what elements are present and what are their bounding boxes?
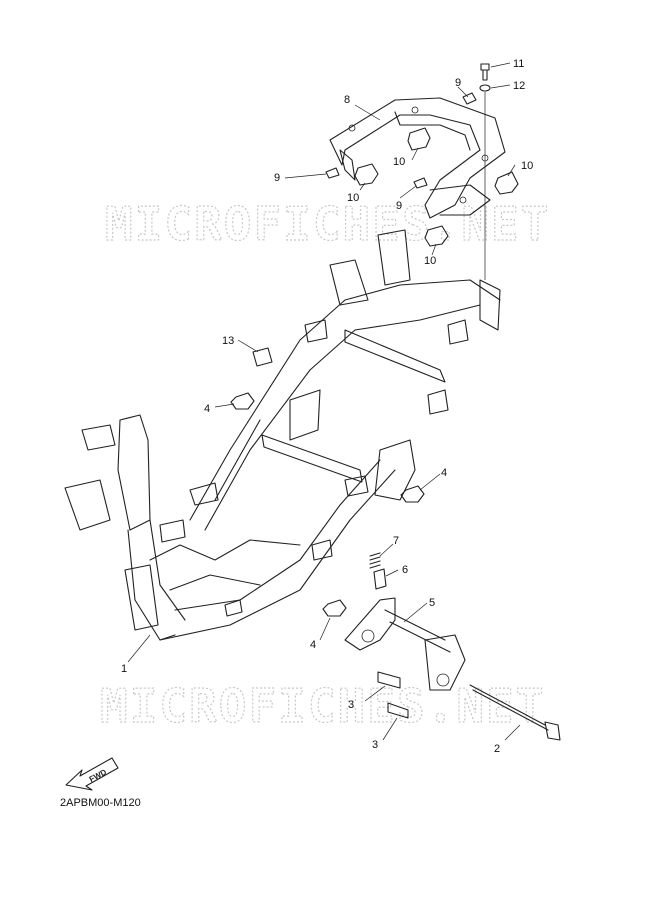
callout-1: 1	[121, 663, 127, 675]
callout-11: 11	[513, 58, 524, 70]
callout-10b: 10	[347, 192, 359, 204]
watermark-bottom: MICROFICHES.NET	[100, 679, 545, 733]
damper-10c	[494, 171, 519, 195]
damper-10b	[354, 163, 379, 186]
callout-8: 8	[344, 94, 350, 106]
bolt-11	[480, 63, 490, 81]
fwd-arrow-icon: FWD	[65, 757, 119, 791]
bolt-3b	[387, 702, 409, 719]
washer-12	[479, 84, 491, 92]
damper-10a	[407, 127, 431, 151]
damper-10d	[424, 225, 449, 247]
callout-7: 7	[393, 535, 399, 547]
callout-13: 13	[222, 335, 234, 347]
collar-6	[373, 568, 387, 590]
spring-7	[369, 552, 381, 569]
clip-9c	[413, 177, 428, 189]
rear-carrier-bracket	[329, 97, 506, 219]
callout-6: 6	[402, 564, 408, 576]
nut-4b	[400, 485, 425, 503]
nut-4a	[230, 392, 255, 410]
callout-2: 2	[494, 743, 500, 755]
nut-4c	[322, 599, 347, 617]
callout-4c: 4	[310, 639, 316, 651]
clip-9b	[325, 167, 340, 179]
callout-3a: 3	[348, 699, 354, 711]
bolt-3a	[377, 671, 401, 689]
callout-10a: 10	[393, 156, 405, 168]
long-bolt-2	[469, 684, 561, 741]
callout-9b: 9	[274, 172, 280, 184]
callout-9a: 9	[455, 77, 461, 89]
callout-9c: 9	[396, 200, 402, 212]
main-frame	[64, 229, 501, 641]
watermark-top: MICROFICHES.NET	[105, 197, 550, 251]
callout-10d: 10	[424, 255, 436, 267]
figure-code: 2APBM00-M120	[60, 797, 141, 809]
clip-9a	[462, 92, 477, 105]
callout-10c: 10	[521, 160, 533, 172]
callout-12: 12	[513, 80, 525, 92]
callout-4a: 4	[204, 403, 210, 415]
callout-5: 5	[429, 597, 435, 609]
label-13	[252, 347, 273, 367]
callout-4b: 4	[441, 467, 447, 479]
engine-mount-bracket-5	[344, 597, 466, 691]
callout-3b: 3	[372, 739, 378, 751]
